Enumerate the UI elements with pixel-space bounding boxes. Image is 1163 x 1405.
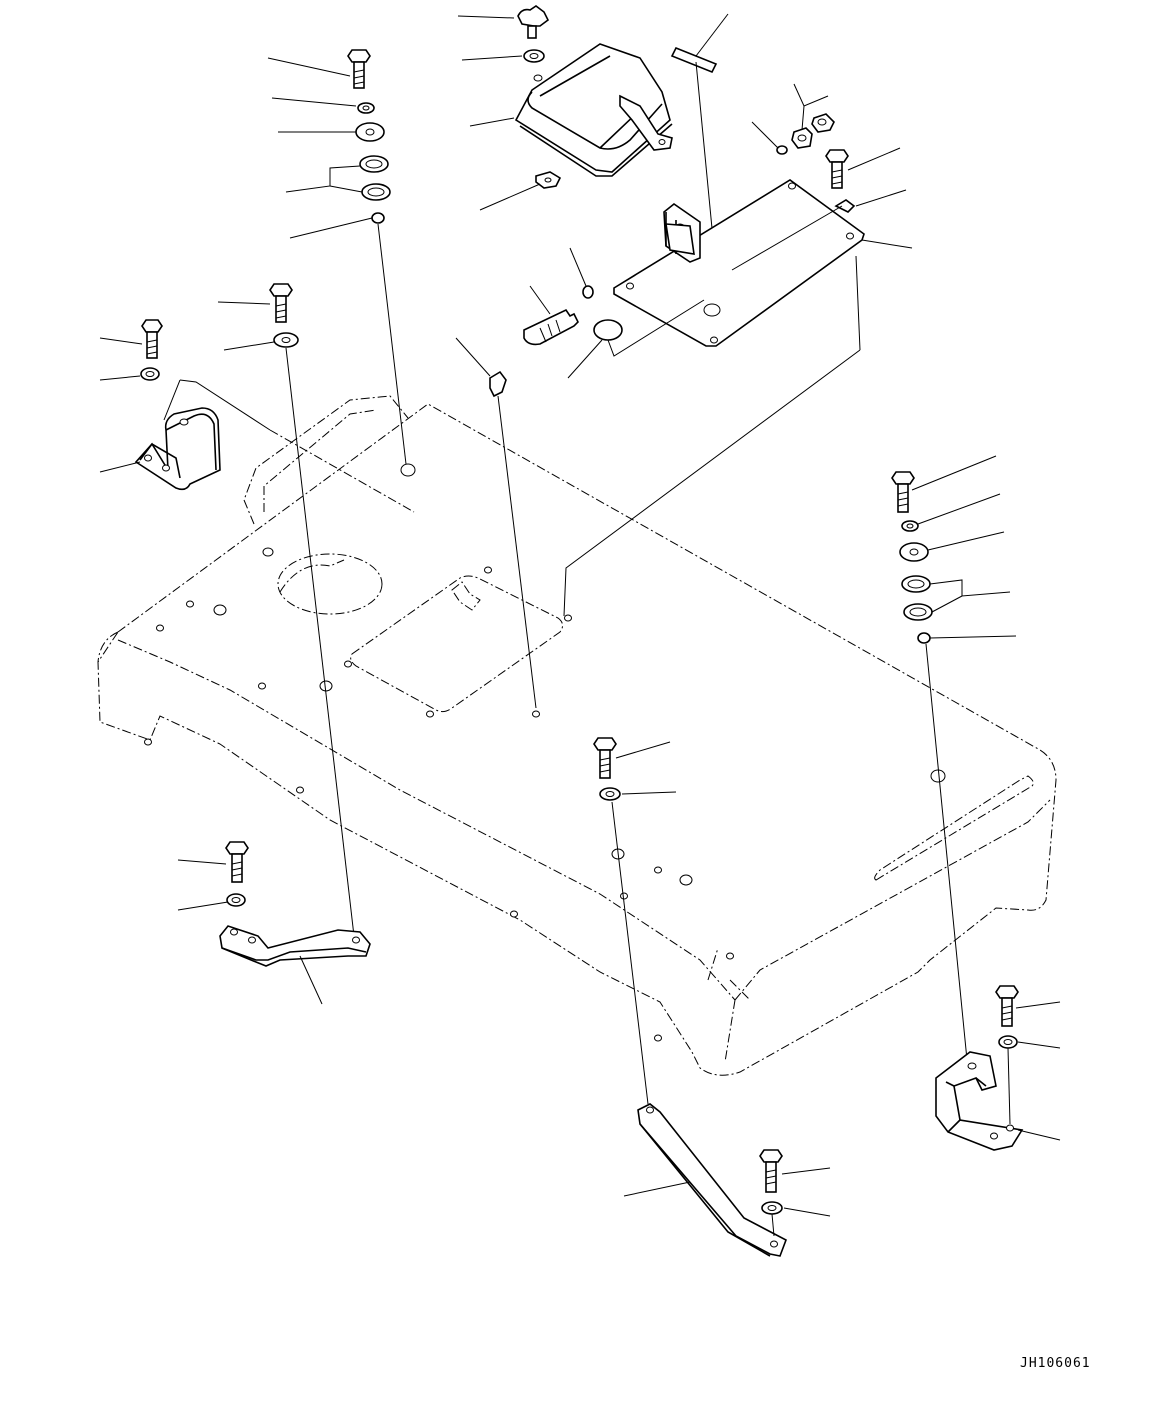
grommet-center [455, 337, 537, 709]
leader-lines-top-left [267, 57, 373, 239]
left-link-bolt-stack [217, 283, 355, 937]
center-link-bolt-stack [593, 737, 677, 1105]
drawing-code: JH106061 [1020, 1356, 1091, 1371]
top-left-mount-stack [347, 49, 407, 465]
bottom-center-link-bar [623, 1103, 831, 1257]
box-cover-assembly [457, 5, 673, 211]
floor-frame-outline [97, 395, 1057, 1076]
bottom-left-link-bar [177, 841, 371, 1005]
right-mount-stack [891, 455, 1017, 1071]
left-angle-bracket [99, 319, 415, 513]
hinge-plate-assembly [523, 13, 913, 617]
bottom-right-bracket [935, 985, 1061, 1151]
